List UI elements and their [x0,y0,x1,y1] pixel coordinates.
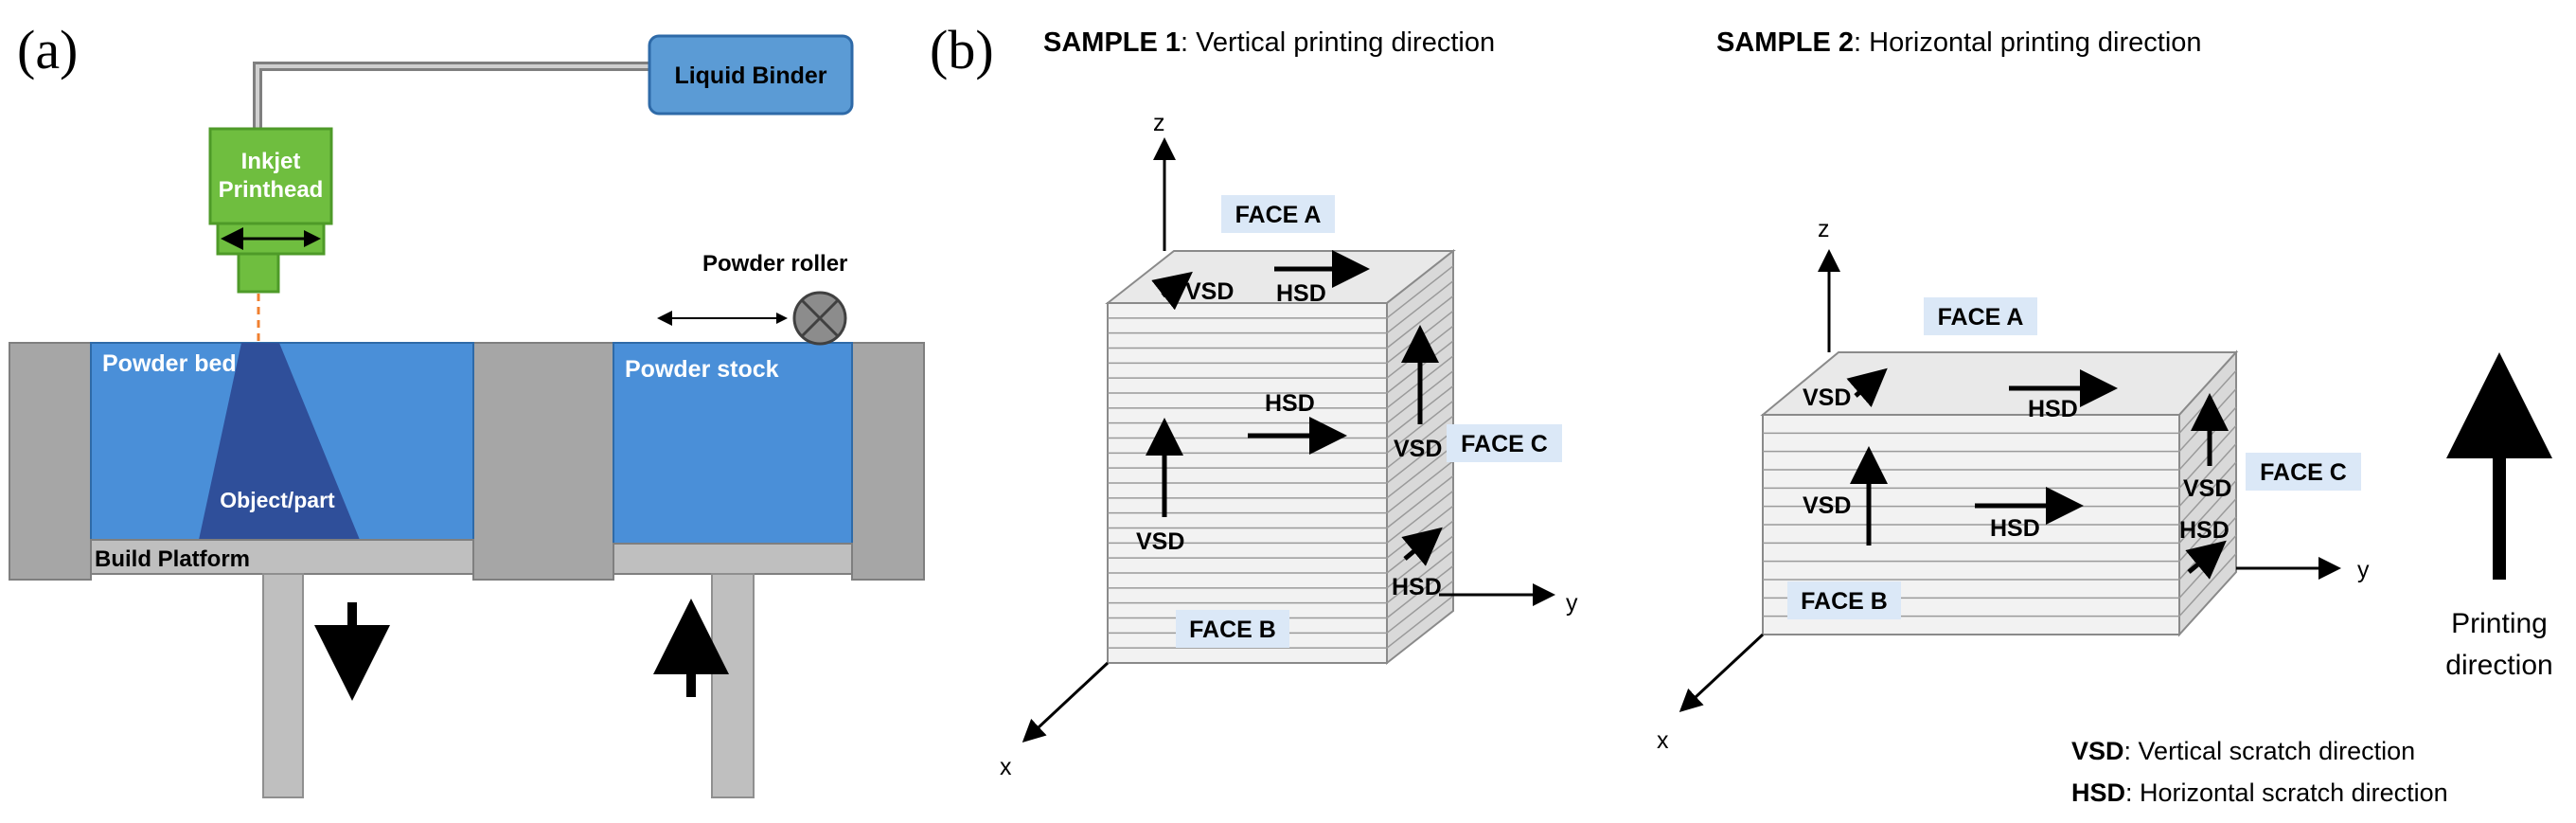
sample2-face-b-bg [1787,581,1901,619]
powder-stock [613,342,853,545]
layer-line [2178,479,2237,544]
middle-wall [472,342,614,581]
sample2-face-c-bg [2246,453,2361,491]
build-platform-label: Build Platform [95,546,250,572]
legend-vsd-desc: : Vertical scratch direction [2124,737,2416,765]
powder-bed-label: Powder bed [102,350,237,377]
panel-a-label: (a) [17,19,78,81]
roller-cross-2 [800,298,840,338]
sample1-title: SAMPLE 1: Vertical printing direction [1043,27,1495,58]
layer-line [1386,445,1454,499]
sample2-title-rest: : Horizontal printing direction [1854,27,2202,58]
layer-line [2178,443,2237,508]
powder-stock-label: Powder stock [625,356,779,383]
layer-line [1386,415,1454,469]
panel-b-label: (b) [930,19,994,81]
sample2-title-bold: SAMPLE 2 [1716,27,1854,58]
sample2-axis-z: z [1818,216,1830,242]
sample1-face-b-bg [1176,610,1289,648]
layer-line [1386,400,1454,454]
panel-a: (a) Liquid Binder Inkjet Printhead Powde… [9,19,925,798]
sample2-axis-y: y [2357,557,2370,583]
layer-line [1386,295,1454,349]
sample2-face-b: FACE B [1801,588,1888,615]
layer-line [1386,490,1454,544]
layer-line [1386,430,1454,484]
sample1-side-hsd-arrow [1401,527,1443,566]
layer-line [1386,580,1454,634]
object-part [199,343,360,540]
left-wall [9,342,92,581]
printhead-label-line2: Printhead [219,177,324,203]
layer-line [1386,265,1454,319]
layer-line [1386,564,1454,619]
printhead-body [208,127,333,225]
sample1-face-a: FACE A [1235,202,1322,228]
layer-line [1386,474,1454,529]
stock-piston [711,573,755,798]
liquid-binder-box [648,34,854,116]
sample1-x-axis [1022,661,1110,743]
sample1-face-b: FACE B [1189,617,1276,643]
sample2-face-a: FACE A [1938,304,2024,331]
sample1-face-a-bg [1221,195,1335,233]
object-part-label: Object/part [220,488,335,512]
layer-line [2178,461,2237,526]
sample2-side-hsd-label: HSD [2179,517,2230,544]
printing-direction-line1: Printing [2451,608,2548,639]
sample1: SAMPLE 1: Vertical printing direction z … [1000,27,1578,780]
sample2-side-hsd-arrow [2185,540,2227,580]
sample2-face-c: FACE C [2260,459,2347,486]
sample1-side-hsd-label: HSD [1392,574,1442,600]
sample2: SAMPLE 2: Horizontal printing direction … [1657,27,2370,754]
powder-roller-label: Powder roller [702,251,847,277]
sample1-top-vsd-arrow [1151,271,1193,311]
legend-hsd-desc: : Horizontal scratch direction [2125,778,2448,807]
sample1-top-vsd-label: VSD [1185,278,1234,305]
legend-vsd: VSD: Vertical scratch direction [2071,737,2415,765]
binder-tube-inner [256,64,649,129]
sample1-top-hsd-label: HSD [1276,280,1326,307]
sample1-title-bold: SAMPLE 1 [1043,27,1181,58]
sample2-title: SAMPLE 2: Horizontal printing direction [1716,27,2202,58]
sample2-top-hsd-label: HSD [2028,396,2078,422]
sample2-face-a-bg [1924,297,2037,335]
layer-line [1386,595,1454,649]
legend-hsd: HSD: Horizontal scratch direction [2071,778,2448,807]
sample2-axis-x: x [1657,727,1669,754]
build-piston [262,573,304,798]
printhead-label-line1: Inkjet [241,149,301,174]
sample2-front-vsd-label: VSD [1803,492,1851,519]
binder-tube [253,62,649,129]
liquid-binder-label: Liquid Binder [674,63,826,89]
printing-direction-line2: direction [2445,650,2552,681]
sample1-front-vsd-label: VSD [1136,528,1184,555]
printhead-nozzle [237,252,280,294]
layer-line [2178,553,2237,617]
sample2-top-vsd-arrow [1846,367,1888,408]
sample1-axis-y: y [1566,590,1578,617]
sample1-title-rest: : Vertical printing direction [1181,27,1495,58]
panel-b: (b) SAMPLE 1: Vertical printing directio… [930,19,2553,807]
legend-hsd-abbr: HSD [2071,778,2125,807]
sample1-front-hsd-label: HSD [1265,390,1315,417]
sample2-front-hsd-label: HSD [1990,515,2040,542]
sample1-axis-z: z [1153,110,1165,136]
sample1-axis-x: x [1000,754,1012,780]
sample2-top-vsd-label: VSD [1803,385,1851,411]
stock-platform [613,543,853,575]
sample1-face-c-bg [1447,424,1562,462]
layer-line [1386,280,1454,334]
layer-line [1386,460,1454,514]
sample2-side-vsd-label: VSD [2183,475,2231,502]
sample1-face-c: FACE C [1461,431,1548,457]
legend-vsd-abbr: VSD [2071,737,2124,765]
sample1-side-vsd-label: VSD [1394,436,1442,462]
build-platform [90,539,474,575]
right-wall [851,342,925,581]
sample2-x-axis [1679,633,1765,713]
